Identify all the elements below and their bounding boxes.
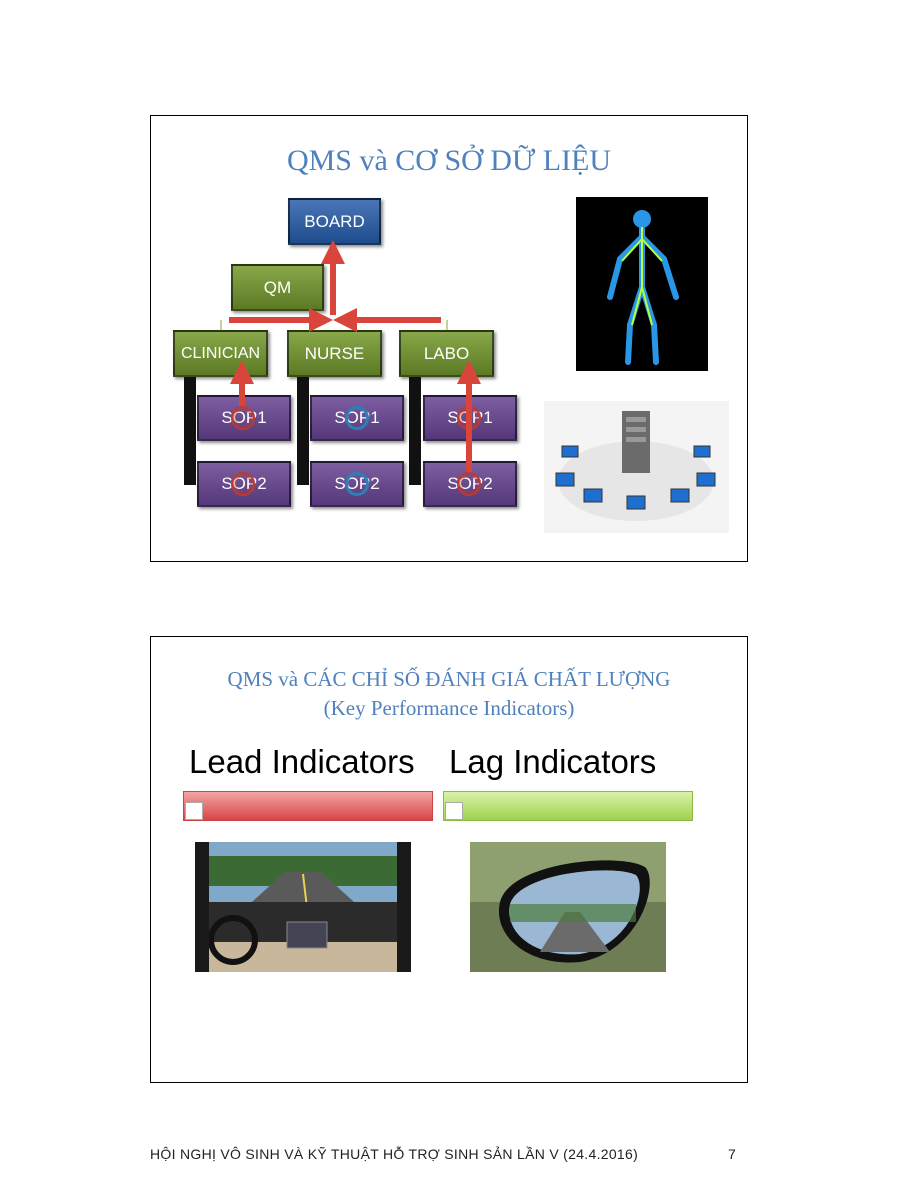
footer-conference-text: HỘI NGHỊ VÔ SINH VÀ KỸ THUẬT HỖ TRỢ SINH… [150, 1146, 639, 1162]
car-dashboard-road-image [195, 842, 411, 972]
page-number: 7 [728, 1146, 736, 1162]
highlight-circle [231, 406, 255, 430]
slide-qms-kpi: QMS và CÁC CHỈ SỐ ĐÁNH GIÁ CHẤT LƯỢNG (K… [150, 636, 748, 1083]
org-box-board: BOARD [288, 198, 381, 245]
networked-computers-image [544, 401, 729, 533]
highlight-circle [345, 472, 369, 496]
connector-bar [409, 377, 421, 485]
highlight-circle [345, 406, 369, 430]
slide-qms-database: QMS và CƠ SỞ DỮ LIỆU BOARD QM CLINICIAN … [150, 115, 748, 562]
org-box-labo: LABO [399, 330, 494, 377]
slide1-title: QMS và CƠ SỞ DỮ LIỆU [286, 144, 612, 177]
lag-indicator-bar [443, 791, 693, 821]
highlight-circle [231, 472, 255, 496]
lead-indicators-label: Lead Indicators [189, 743, 415, 780]
highlight-circle [457, 472, 481, 496]
checkbox-icon [445, 802, 463, 820]
slide2-title: QMS và CÁC CHỈ SỐ ĐÁNH GIÁ CHẤT LƯỢNG (K… [151, 665, 747, 723]
checkbox-icon [185, 802, 203, 820]
lag-indicators-label: Lag Indicators [449, 743, 657, 780]
slide2-title-line1: QMS và CÁC CHỈ SỐ ĐÁNH GIÁ CHẤT LƯỢNG [227, 667, 671, 691]
side-mirror-road-image [470, 842, 666, 972]
lead-indicator-bar [183, 791, 433, 821]
org-box-qm: QM [231, 264, 324, 311]
human-nervous-system-image [576, 197, 708, 371]
slide2-title-line2: (Key Performance Indicators) [323, 696, 575, 720]
connector-bar [184, 377, 196, 485]
connector-bar [297, 377, 309, 485]
org-box-nurse: NURSE [287, 330, 382, 377]
flow-arrows [220, 240, 481, 472]
